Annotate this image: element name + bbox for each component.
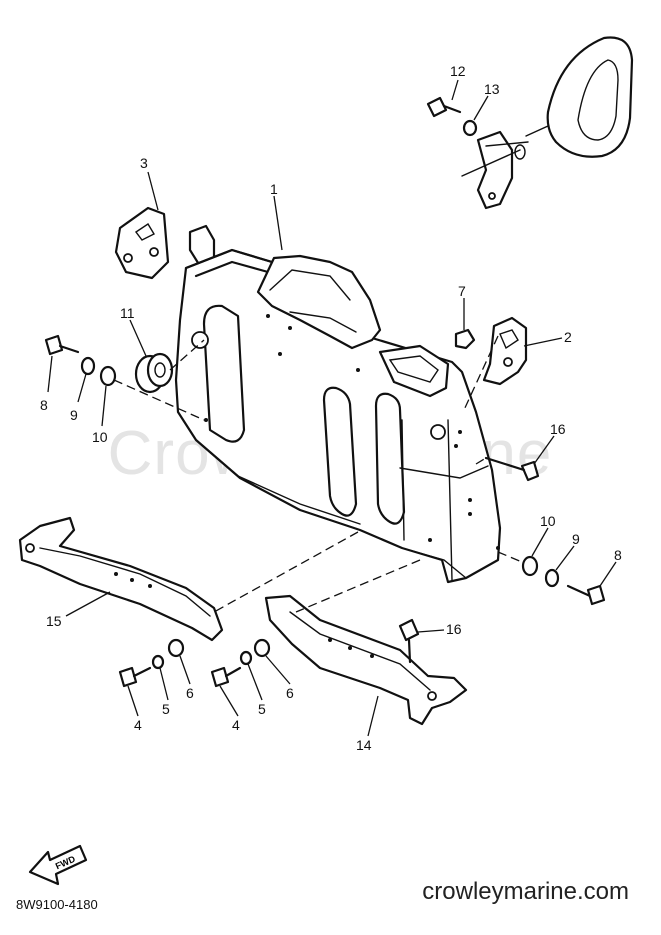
callout-5-right: 5 (258, 701, 266, 717)
callout-4-left: 4 (134, 717, 142, 733)
callout-6-left: 6 (186, 685, 194, 701)
bolt-part-16-upper[interactable] (484, 456, 540, 482)
bolt-part-4-right[interactable] (210, 666, 242, 688)
callout-labels: 1 2 3 7 12 13 11 8 9 10 16 10 9 8 15 16 … (40, 63, 622, 753)
callout-5-left: 5 (162, 701, 170, 717)
callout-11: 11 (120, 305, 135, 321)
callout-1: 1 (270, 181, 278, 197)
main-bracket-part-1[interactable] (174, 224, 502, 584)
callout-10-left: 10 (92, 429, 108, 445)
callout-8-left: 8 (40, 397, 48, 413)
callout-14: 14 (356, 737, 372, 753)
handle-assembly[interactable] (461, 36, 634, 210)
fwd-arrow-icon: FWD (28, 844, 88, 886)
leader-lines (47, 79, 617, 737)
washer-part-13[interactable] (462, 119, 478, 137)
callout-4-right: 4 (232, 717, 240, 733)
washer-part-10-left[interactable] (99, 365, 117, 387)
callout-13: 13 (484, 81, 500, 97)
bracket-part-3[interactable] (114, 206, 170, 280)
bolt-part-8-right[interactable] (566, 584, 606, 606)
callout-9-right: 9 (572, 531, 580, 547)
washer-part-9-left[interactable] (80, 356, 96, 376)
bolt-part-8-left[interactable] (44, 334, 80, 356)
callout-8-right: 8 (614, 547, 622, 563)
washer-part-6-left[interactable] (167, 638, 185, 658)
bolt-part-16-lower[interactable] (398, 618, 420, 664)
bracket-part-2[interactable] (482, 316, 528, 386)
diagram-code: 8W9100-4180 (16, 897, 98, 912)
nut-part-7[interactable] (454, 328, 476, 350)
washer-part-5-right[interactable] (239, 650, 253, 666)
callout-3: 3 (140, 155, 148, 171)
washer-part-10-right[interactable] (521, 555, 539, 577)
bolt-part-4-left[interactable] (118, 666, 152, 688)
bolt-part-12[interactable] (426, 96, 462, 118)
washer-part-9-right[interactable] (544, 568, 560, 588)
callout-7: 7 (458, 283, 466, 299)
callout-9-left: 9 (70, 407, 78, 423)
assembly-lines (113, 335, 523, 613)
callout-16-upper: 16 (550, 421, 566, 437)
washer-part-5-left[interactable] (151, 654, 165, 670)
callout-10-right: 10 (540, 513, 556, 529)
callout-15: 15 (46, 613, 62, 629)
callout-6-right: 6 (286, 685, 294, 701)
rail-part-15[interactable] (18, 516, 224, 642)
callout-2: 2 (564, 329, 572, 345)
rail-part-14[interactable] (264, 594, 468, 726)
washer-part-6-right[interactable] (253, 638, 271, 658)
site-name: crowleymarine.com (422, 878, 629, 905)
callout-12: 12 (450, 63, 466, 79)
rubber-mount-part-11[interactable] (134, 352, 174, 394)
callout-16-lower: 16 (446, 621, 462, 637)
